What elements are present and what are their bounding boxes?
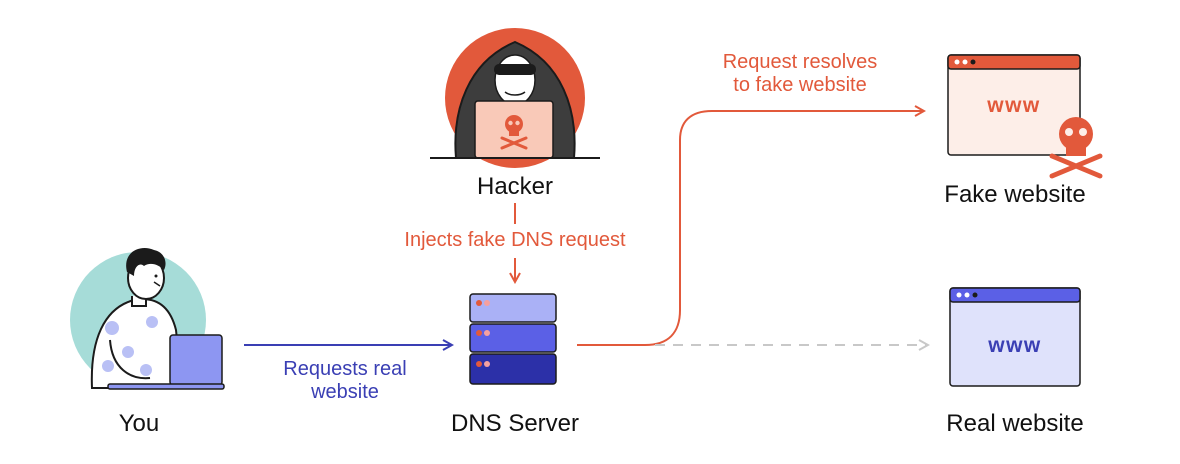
request-label-line1: Requests real [283, 358, 407, 380]
hacker-label: Hacker [476, 173, 554, 200]
real-website-label: Real website [946, 410, 1084, 437]
you-label: You [118, 410, 160, 437]
request-label: Requests real website [255, 358, 435, 404]
resolve-label-line2: to fake website [733, 74, 867, 96]
resolve-fake-arrow [577, 111, 924, 346]
resolve-label: Request resolves to fake website [700, 51, 900, 97]
fake-website-icon: www [947, 54, 1103, 179]
real-website-icon: www [949, 287, 1081, 387]
real-website-url-text: www [987, 334, 1042, 357]
inject-label: Injects fake DNS request [404, 229, 626, 251]
dns-server-icon [469, 293, 557, 385]
fake-website-url-text: www [986, 94, 1041, 117]
laptop-icon [169, 334, 223, 386]
request-label-line2: website [311, 381, 379, 403]
resolve-label-line1: Request resolves [722, 51, 878, 73]
skull-icon [500, 115, 528, 150]
dns-server-label: DNS Server [450, 410, 580, 437]
user-illustration [70, 248, 225, 390]
fake-website-label: Fake website [944, 181, 1086, 208]
skull-crossbones-icon [1049, 117, 1103, 179]
hacker-illustration [430, 28, 600, 168]
